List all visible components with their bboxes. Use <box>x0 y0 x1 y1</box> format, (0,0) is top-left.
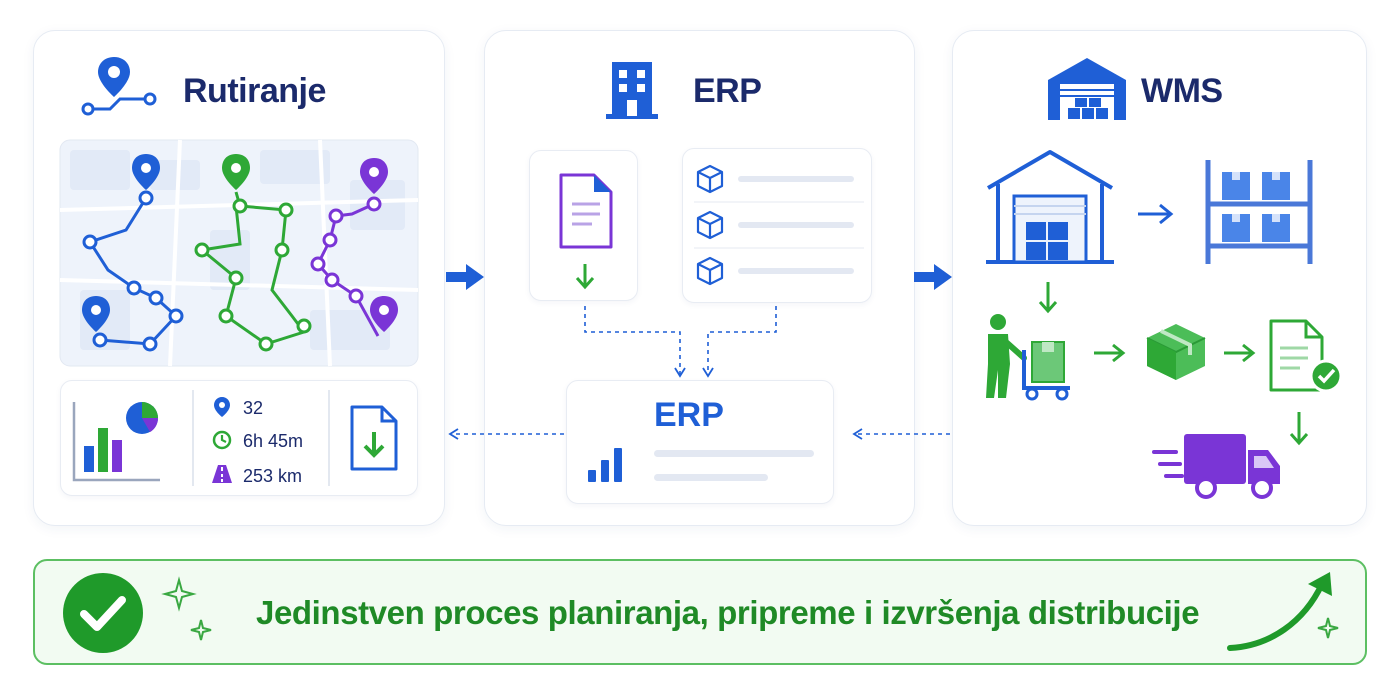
map-pin-icon <box>82 154 398 332</box>
warehouse-icon <box>1048 58 1126 120</box>
document-check-icon <box>1269 319 1343 393</box>
summary-banner <box>33 559 1367 665</box>
sparkle-icon <box>161 576 212 641</box>
erp-center-card <box>566 380 834 504</box>
stops-pin-icon <box>214 397 230 417</box>
erp-dashed-connectors <box>584 306 777 378</box>
wms-title: WMS <box>1141 72 1223 110</box>
clock-icon <box>212 430 232 450</box>
check-circle-icon <box>63 573 143 653</box>
erp-center-lines <box>654 450 814 481</box>
erp-item-list <box>694 164 864 286</box>
dashed-arrow-left <box>852 428 950 440</box>
bar-chart-icon <box>72 402 160 482</box>
shelf-icon <box>1205 160 1313 264</box>
down-arrow-icon <box>1038 282 1058 314</box>
route-pin-icon <box>81 57 157 116</box>
right-arrow-icon <box>1224 343 1256 363</box>
growth-arrow-icon <box>1227 572 1339 651</box>
route-map <box>59 139 419 367</box>
right-arrow-icon <box>1138 203 1174 225</box>
down-arrow-icon <box>1289 412 1309 446</box>
box-icon <box>696 164 724 286</box>
package-icon <box>1146 324 1206 380</box>
flow-arrow-icon <box>446 264 484 290</box>
road-icon <box>212 465 232 483</box>
erp-center-label: ERP <box>654 396 724 434</box>
stats-divider <box>328 390 330 486</box>
worker-cart-icon <box>986 314 1070 401</box>
route-distance: 253 km <box>243 466 303 486</box>
warehouse-outline-icon <box>986 150 1114 264</box>
stops-count: 32 <box>243 398 264 418</box>
summary-banner-text: Jedinstven proces planiranja, pripreme i… <box>256 594 1200 631</box>
dashed-arrow-left <box>448 428 564 440</box>
signal-bars-icon <box>588 448 622 482</box>
down-arrow-icon <box>575 264 595 290</box>
erp-title: ERP <box>693 72 762 110</box>
flow-arrow-icon <box>914 264 952 290</box>
building-icon <box>606 62 658 119</box>
right-arrow-icon <box>1094 343 1126 363</box>
document-icon <box>559 173 613 249</box>
delivery-truck-icon <box>1152 434 1280 499</box>
route-duration: 6h 45m <box>243 431 304 451</box>
document-download-icon <box>350 405 398 471</box>
routing-title: Rutiranje <box>183 72 326 110</box>
stats-divider <box>192 390 194 486</box>
